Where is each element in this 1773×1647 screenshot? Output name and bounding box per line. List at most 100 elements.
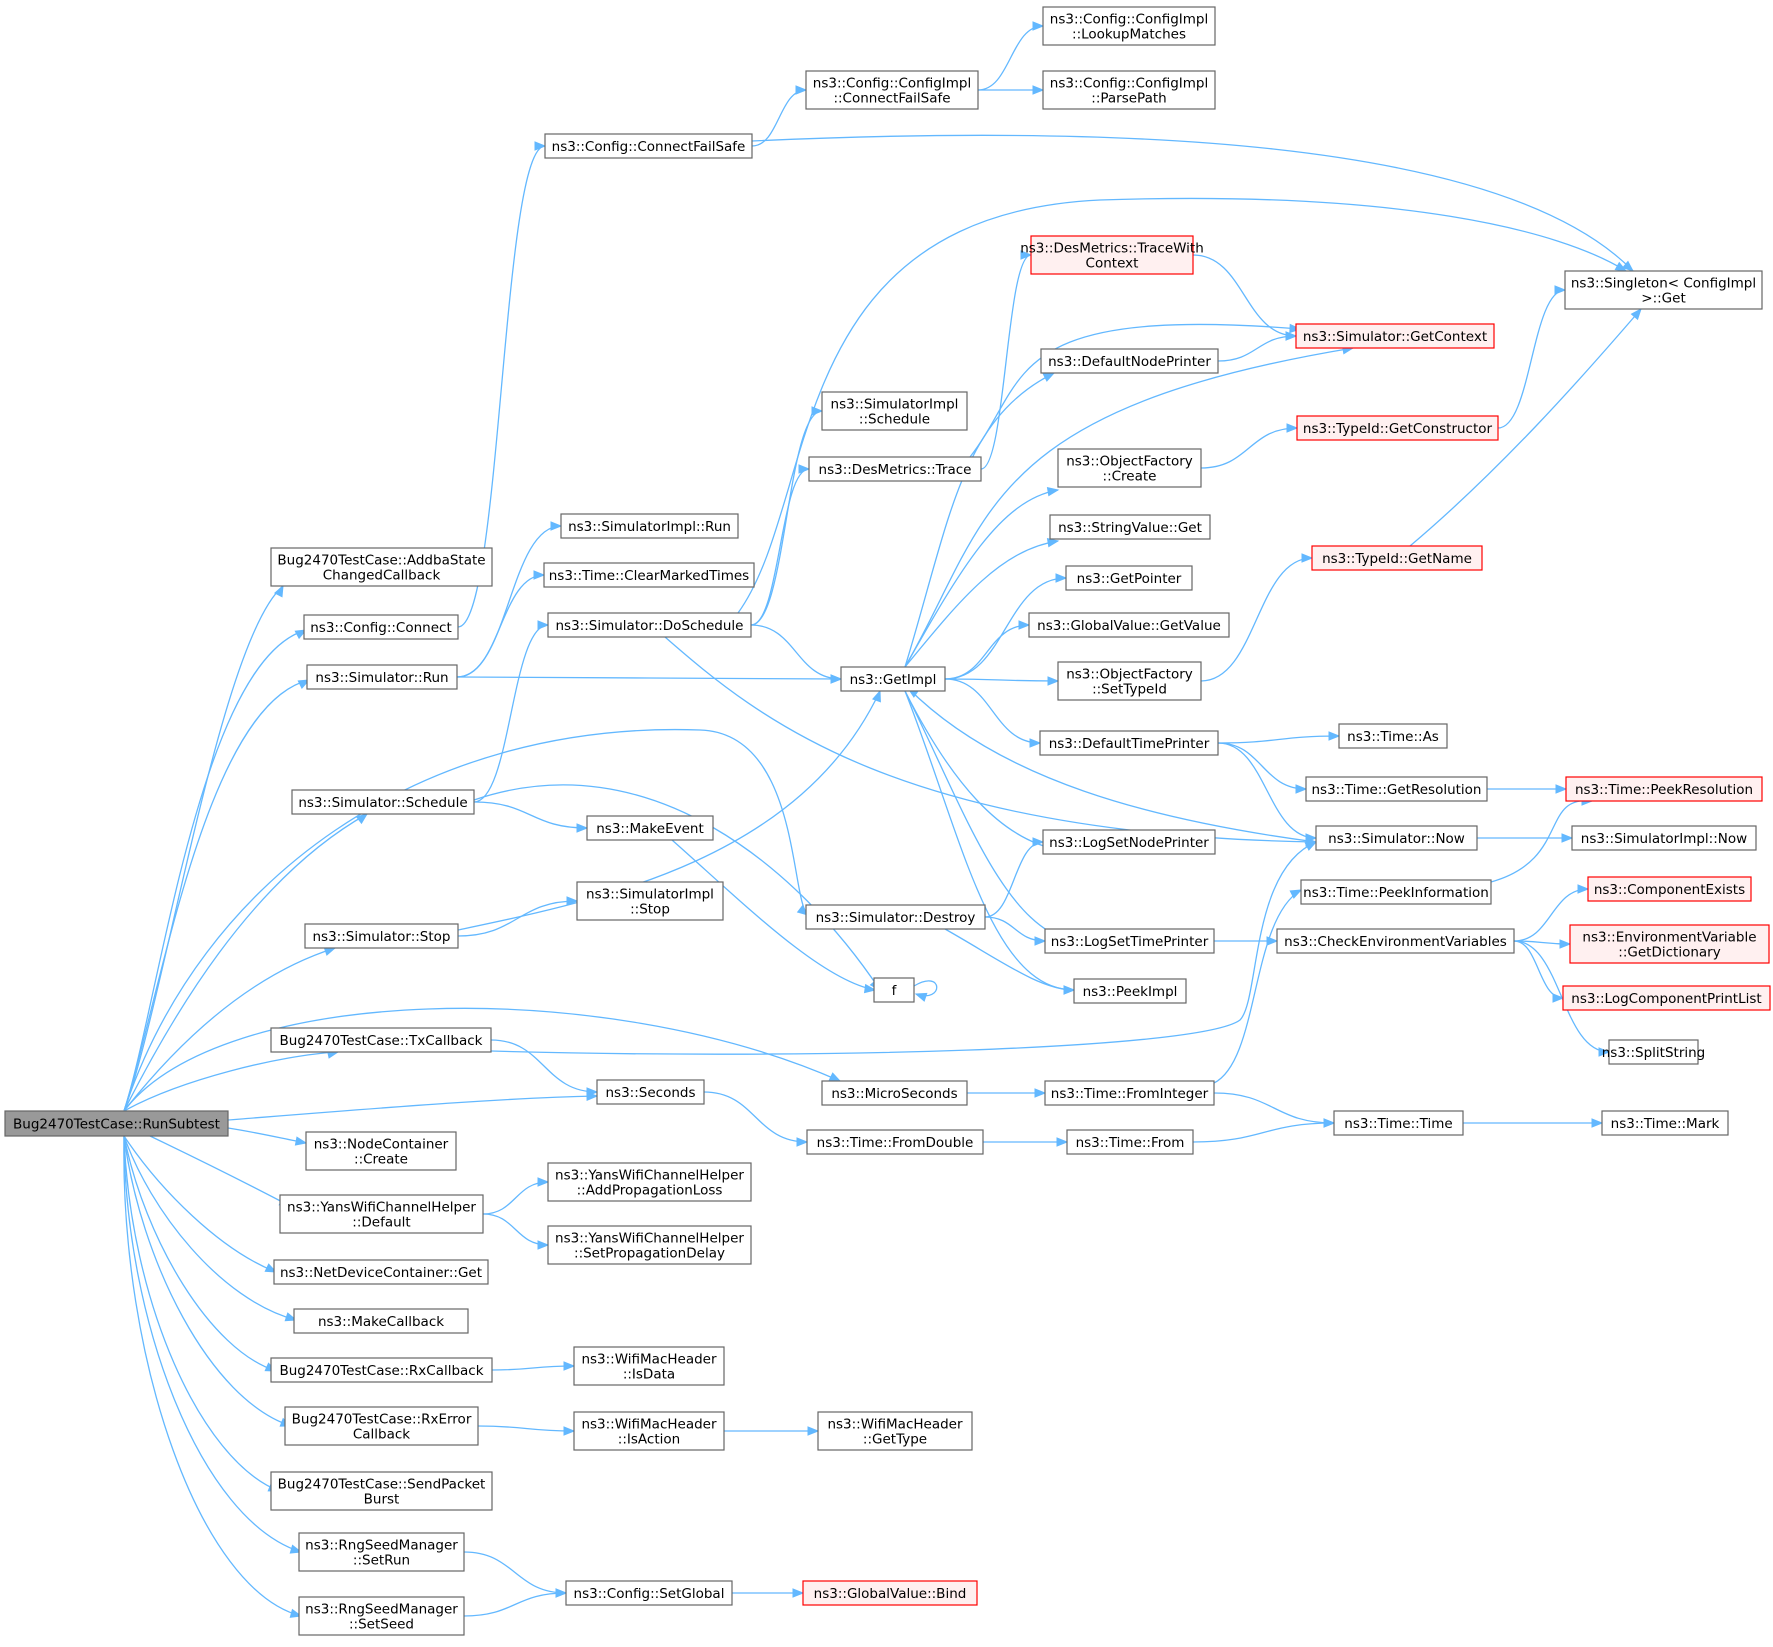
edge-arrowhead bbox=[1020, 250, 1033, 260]
function-node[interactable]: ns3::Config::SetGlobal bbox=[565, 1580, 733, 1606]
function-node[interactable]: ns3::ComponentExists bbox=[1587, 876, 1752, 902]
edge-arrowhead bbox=[1285, 331, 1298, 341]
function-node[interactable]: ns3::Simulator::DoSchedule bbox=[547, 612, 752, 638]
edge-line bbox=[1513, 888, 1589, 942]
function-node[interactable]: ns3::RngSeedManager::SetSeed bbox=[298, 1596, 465, 1636]
edge-arrowhead bbox=[1047, 676, 1060, 686]
function-node[interactable]: Bug2470TestCase::TxCallback bbox=[270, 1027, 492, 1053]
function-node[interactable]: ns3::GetPointer bbox=[1065, 565, 1193, 591]
function-node[interactable]: ns3::WifiMacHeader::IsAction bbox=[573, 1411, 725, 1451]
node-label: ns3::MakeEvent bbox=[596, 821, 704, 837]
function-node[interactable]: ns3::Time::From bbox=[1066, 1129, 1194, 1155]
function-node[interactable]: ns3::SimulatorImpl::Run bbox=[560, 513, 739, 539]
function-node[interactable]: Bug2470TestCase::AddbaStateChangedCallba… bbox=[270, 547, 493, 587]
function-node[interactable]: ns3::Config::Connect bbox=[303, 614, 459, 640]
function-node[interactable]: ns3::Time::PeekInformation bbox=[1300, 879, 1492, 905]
function-node[interactable]: ns3::YansWifiChannelHelper::AddPropagati… bbox=[547, 1162, 752, 1202]
node-box bbox=[547, 612, 752, 638]
function-node[interactable]: ns3::NodeContainer::Create bbox=[305, 1131, 457, 1171]
edge-arrowhead bbox=[872, 689, 881, 703]
function-node[interactable]: ns3::Time::FromInteger bbox=[1044, 1080, 1215, 1106]
function-node[interactable]: ns3::WifiMacHeader::IsData bbox=[573, 1346, 725, 1386]
function-node[interactable]: ns3::GlobalValue::Bind bbox=[802, 1580, 978, 1606]
function-node[interactable]: ns3::Config::ConfigImpl::ParsePath bbox=[1042, 70, 1216, 110]
function-node[interactable]: ns3::DefaultTimePrinter bbox=[1039, 730, 1219, 756]
edge-n53-to-n50 bbox=[1192, 1118, 1336, 1143]
function-node[interactable]: ns3::Singleton< ConfigImpl >::Get bbox=[1564, 270, 1763, 310]
function-node[interactable]: ns3::Simulator::Stop bbox=[304, 923, 459, 949]
function-node[interactable]: ns3::Simulator::Now bbox=[1315, 825, 1478, 851]
node-label: ns3::YansWifiChannelHelper bbox=[555, 1231, 744, 1247]
function-node[interactable]: ns3::Time::Mark bbox=[1601, 1110, 1729, 1136]
function-node[interactable]: f bbox=[873, 977, 915, 1003]
function-node[interactable]: ns3::Time::As bbox=[1338, 723, 1448, 749]
edge-line bbox=[1200, 427, 1298, 469]
function-node[interactable]: Bug2470TestCase::RxCallback bbox=[270, 1357, 493, 1383]
function-node[interactable]: ns3::Config::ConnectFailSafe bbox=[544, 133, 753, 159]
function-node[interactable]: ns3::Config::ConfigImpl::ConnectFailSafe bbox=[805, 70, 979, 110]
function-node[interactable]: ns3::Simulator::GetContext bbox=[1295, 323, 1495, 349]
edge-arrowhead bbox=[1630, 307, 1642, 321]
function-node[interactable]: ns3::NetDeviceContainer::Get bbox=[273, 1259, 489, 1285]
edge-n0-to-n8 bbox=[123, 679, 311, 1112]
node-label: ::SetSeed bbox=[349, 1617, 414, 1633]
edge-line bbox=[123, 629, 307, 1112]
edge-line bbox=[944, 928, 1075, 991]
function-node[interactable]: ns3::RngSeedManager::SetRun bbox=[298, 1532, 465, 1572]
edge-arrowhead bbox=[1598, 1047, 1611, 1057]
edge-arrowhead bbox=[1289, 889, 1303, 899]
function-node[interactable]: ns3::Time::ClearMarkedTimes bbox=[543, 562, 755, 588]
edge-line bbox=[750, 410, 823, 626]
function-node[interactable]: ns3::ObjectFactory::Create bbox=[1057, 448, 1202, 488]
function-node[interactable]: ns3::YansWifiChannelHelper::Default bbox=[279, 1194, 484, 1234]
function-node[interactable]: ns3::Simulator::Destroy bbox=[805, 904, 986, 930]
node-label: ns3::NetDeviceContainer::Get bbox=[280, 1265, 482, 1281]
function-node[interactable]: ns3::SimulatorImpl::Stop bbox=[576, 881, 724, 921]
node-box bbox=[1315, 825, 1478, 851]
function-node[interactable]: ns3::MakeEvent bbox=[586, 815, 714, 841]
function-node[interactable]: ns3::LogSetNodePrinter bbox=[1042, 829, 1216, 855]
function-node[interactable]: ns3::StringValue::Get bbox=[1049, 514, 1211, 540]
function-node[interactable]: ns3::Time::Time bbox=[1333, 1110, 1464, 1136]
function-node[interactable]: ns3::MakeCallback bbox=[293, 1308, 469, 1334]
function-node[interactable]: ns3::EnvironmentVariable::GetDictionary bbox=[1569, 924, 1770, 964]
function-node[interactable]: ns3::SplitString bbox=[1602, 1039, 1706, 1065]
edge-arrowhead bbox=[1063, 985, 1076, 995]
function-node[interactable]: ns3::Simulator::Run bbox=[306, 664, 458, 690]
function-node[interactable]: ns3::Config::ConfigImpl::LookupMatches bbox=[1042, 6, 1216, 46]
function-node[interactable]: ns3::GlobalValue::GetValue bbox=[1028, 612, 1230, 638]
function-node[interactable]: ns3::Time::FromDouble bbox=[806, 1129, 984, 1155]
function-node[interactable]: ns3::WifiMacHeader::GetType bbox=[817, 1411, 973, 1451]
node-label: ns3::Config::Connect bbox=[310, 620, 452, 636]
edge-line bbox=[123, 1135, 302, 1617]
function-node[interactable]: ns3::Seconds bbox=[596, 1079, 705, 1105]
function-node[interactable]: ns3::LogComponentPrintList bbox=[1562, 985, 1771, 1011]
function-node[interactable]: ns3::TypeId::GetName bbox=[1311, 545, 1483, 571]
function-node[interactable]: ns3::MicroSeconds bbox=[821, 1080, 968, 1106]
function-node[interactable]: ns3::CheckEnvironmentVariables bbox=[1276, 928, 1515, 954]
edge-arrowhead bbox=[289, 1544, 303, 1554]
function-node[interactable]: ns3::GetImpl bbox=[840, 666, 946, 692]
function-node[interactable]: ns3::ObjectFactory::SetTypeId bbox=[1057, 661, 1202, 701]
edge-n66-to-n67 bbox=[463, 1551, 568, 1598]
function-node[interactable]: ns3::Simulator::Schedule bbox=[291, 789, 475, 815]
edge-n40-to-n11 bbox=[473, 620, 550, 803]
function-node[interactable]: ns3::Time::GetResolution bbox=[1305, 776, 1488, 802]
function-node[interactable]: ns3::SimulatorImpl::Now bbox=[1571, 825, 1757, 851]
function-node[interactable]: ns3::Time::PeekResolution bbox=[1565, 776, 1763, 802]
edge-arrowhead bbox=[828, 1072, 842, 1082]
node-label: ::IsAction bbox=[618, 1432, 680, 1448]
edge-arrowhead bbox=[1032, 21, 1045, 31]
edge-line bbox=[904, 690, 1069, 941]
function-node[interactable]: ns3::PeekImpl bbox=[1073, 978, 1187, 1004]
function-node[interactable]: ns3::LogSetTimePrinter bbox=[1044, 928, 1215, 954]
function-node[interactable]: ns3::TypeId::GetConstructor bbox=[1296, 415, 1499, 441]
function-node[interactable]: ns3::YansWifiChannelHelper::SetPropagati… bbox=[547, 1225, 752, 1265]
function-node[interactable]: ns3::SimulatorImpl::Schedule bbox=[821, 391, 968, 431]
function-node[interactable]: ns3::DesMetrics::Trace bbox=[808, 456, 982, 482]
edge-line bbox=[123, 679, 310, 1112]
function-node[interactable]: ns3::DefaultNodePrinter bbox=[1040, 348, 1219, 374]
